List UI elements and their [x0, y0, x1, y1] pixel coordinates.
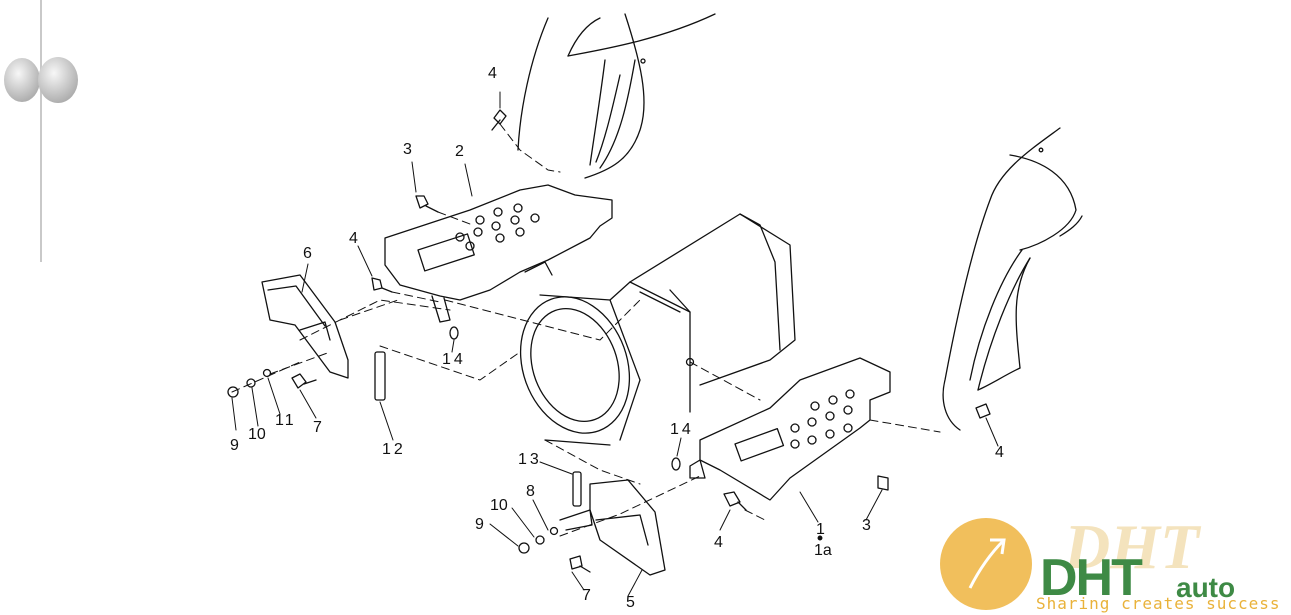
callout-12: 12: [382, 441, 406, 458]
callout-4: 4: [488, 65, 497, 82]
housing-body: [519, 213, 796, 446]
cover-6: [261, 274, 349, 379]
watermark-circle: [940, 518, 1032, 610]
watermark-logo: [940, 518, 1032, 610]
leader-lines: [231, 91, 999, 597]
callout-7: 7: [313, 419, 322, 436]
callout-14: 14: [670, 421, 694, 438]
callout-7: 7: [582, 587, 591, 604]
callout-4: 4: [714, 534, 723, 551]
callout-4: 4: [349, 230, 358, 247]
watermark-ghost-text: DHT: [1064, 511, 1200, 582]
guide-lines: [231, 123, 941, 537]
watermark-tagline: Sharing creates success: [1036, 594, 1281, 613]
callout-10: 10: [490, 497, 508, 514]
callout-10: 10: [248, 426, 266, 443]
left-fender-outline: [517, 13, 716, 179]
callout-14: 14: [442, 351, 466, 368]
watermark-suffix: auto: [1176, 572, 1236, 603]
callout-dot: [817, 535, 823, 541]
callout-5: 5: [626, 594, 635, 611]
bracket-plate-1: [689, 357, 891, 501]
bracket-plate-2: [384, 184, 613, 323]
arrow-up-right-icon: [968, 538, 1006, 589]
callout-4: 4: [995, 444, 1004, 461]
watermark-brand: DHT: [1040, 549, 1143, 607]
callout-1: 1: [816, 521, 825, 538]
callout-2: 2: [455, 143, 464, 160]
callout-13: 13: [518, 451, 542, 468]
binder-edge: [0, 0, 42, 262]
callout-3: 3: [862, 517, 871, 534]
bolts: [227, 109, 991, 573]
callout-9: 9: [230, 437, 239, 454]
callout-8: 8: [526, 483, 535, 500]
binder-ring-icon: [4, 57, 78, 103]
callout-6: 6: [303, 245, 312, 262]
cover-5: [559, 479, 666, 576]
right-fender-outline: [942, 127, 1083, 431]
callout-1a: 1a: [814, 542, 832, 559]
callout-3: 3: [403, 141, 412, 158]
callout-11: 11: [275, 412, 296, 429]
callout-9: 9: [475, 516, 484, 533]
